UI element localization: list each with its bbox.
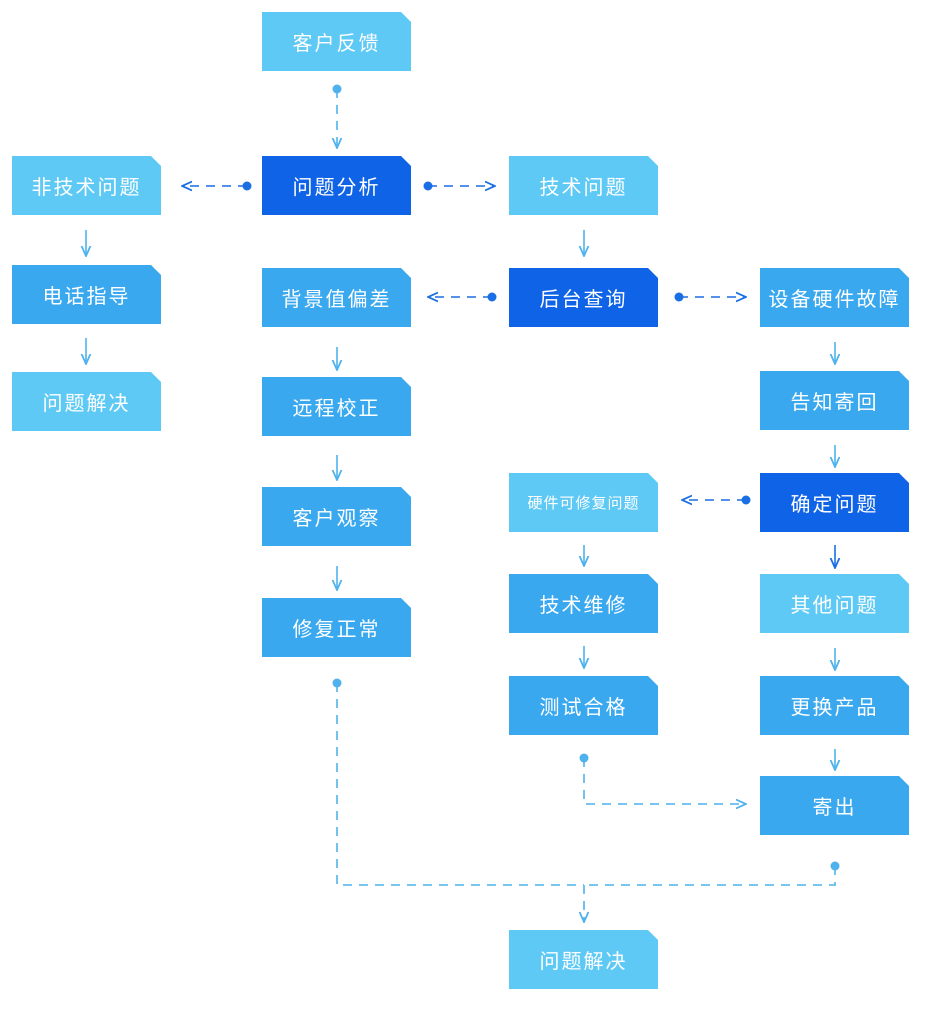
node-solved-bottom: 问题解决: [509, 930, 658, 989]
node-ship-out: 寄出: [760, 776, 909, 835]
node-other-problem: 其他问题: [760, 574, 909, 633]
node-test-pass: 测试合格: [509, 676, 658, 735]
node-remote-calibration: 远程校正: [262, 377, 411, 436]
node-confirm-problem: 确定问题: [760, 473, 909, 532]
edge-repair-to-merge: [336, 683, 584, 886]
node-customer-observe: 客户观察: [262, 487, 411, 546]
edge-test-to-ship: [583, 758, 746, 804]
node-tech-repair: 技术维修: [509, 574, 658, 633]
node-replace-product: 更换产品: [760, 676, 909, 735]
node-non-technical: 非技术问题: [12, 156, 161, 215]
node-notify-return: 告知寄回: [760, 371, 909, 430]
node-hardware-repairable: 硬件可修复问题: [509, 473, 658, 532]
node-solved-left: 问题解决: [12, 372, 161, 431]
node-backend-query: 后台查询: [509, 268, 658, 327]
node-device-hardware-fault: 设备硬件故障: [760, 268, 909, 327]
node-technical: 技术问题: [509, 156, 658, 215]
node-customer-feedback: 客户反馈: [262, 12, 411, 71]
node-phone-guidance: 电话指导: [12, 265, 161, 324]
node-repair-normal: 修复正常: [262, 598, 411, 657]
edge-ship-to-merge: [584, 866, 836, 886]
node-background-deviation: 背景值偏差: [262, 268, 411, 327]
node-problem-analysis: 问题分析: [262, 156, 411, 215]
